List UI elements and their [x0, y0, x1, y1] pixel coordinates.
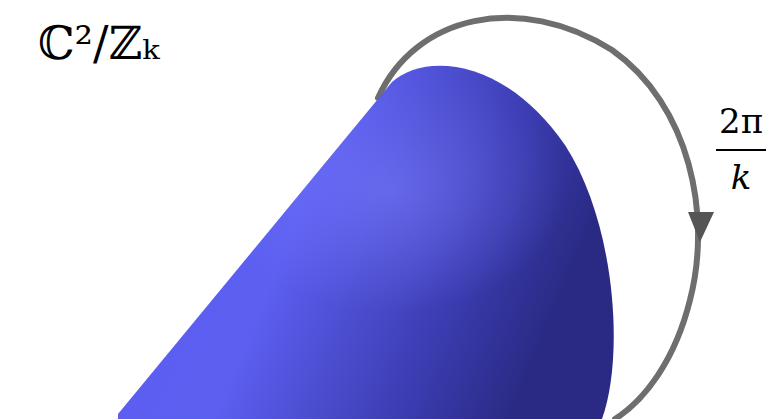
- arrow-head: [688, 212, 714, 242]
- cone: [118, 66, 614, 419]
- fraction-numerator: 2π: [719, 104, 763, 138]
- space-label: ℂ²/ℤₖ: [38, 20, 159, 66]
- cone-highlight: [118, 66, 614, 419]
- fraction-denominator: k: [731, 160, 752, 194]
- fraction-bar: [716, 149, 766, 151]
